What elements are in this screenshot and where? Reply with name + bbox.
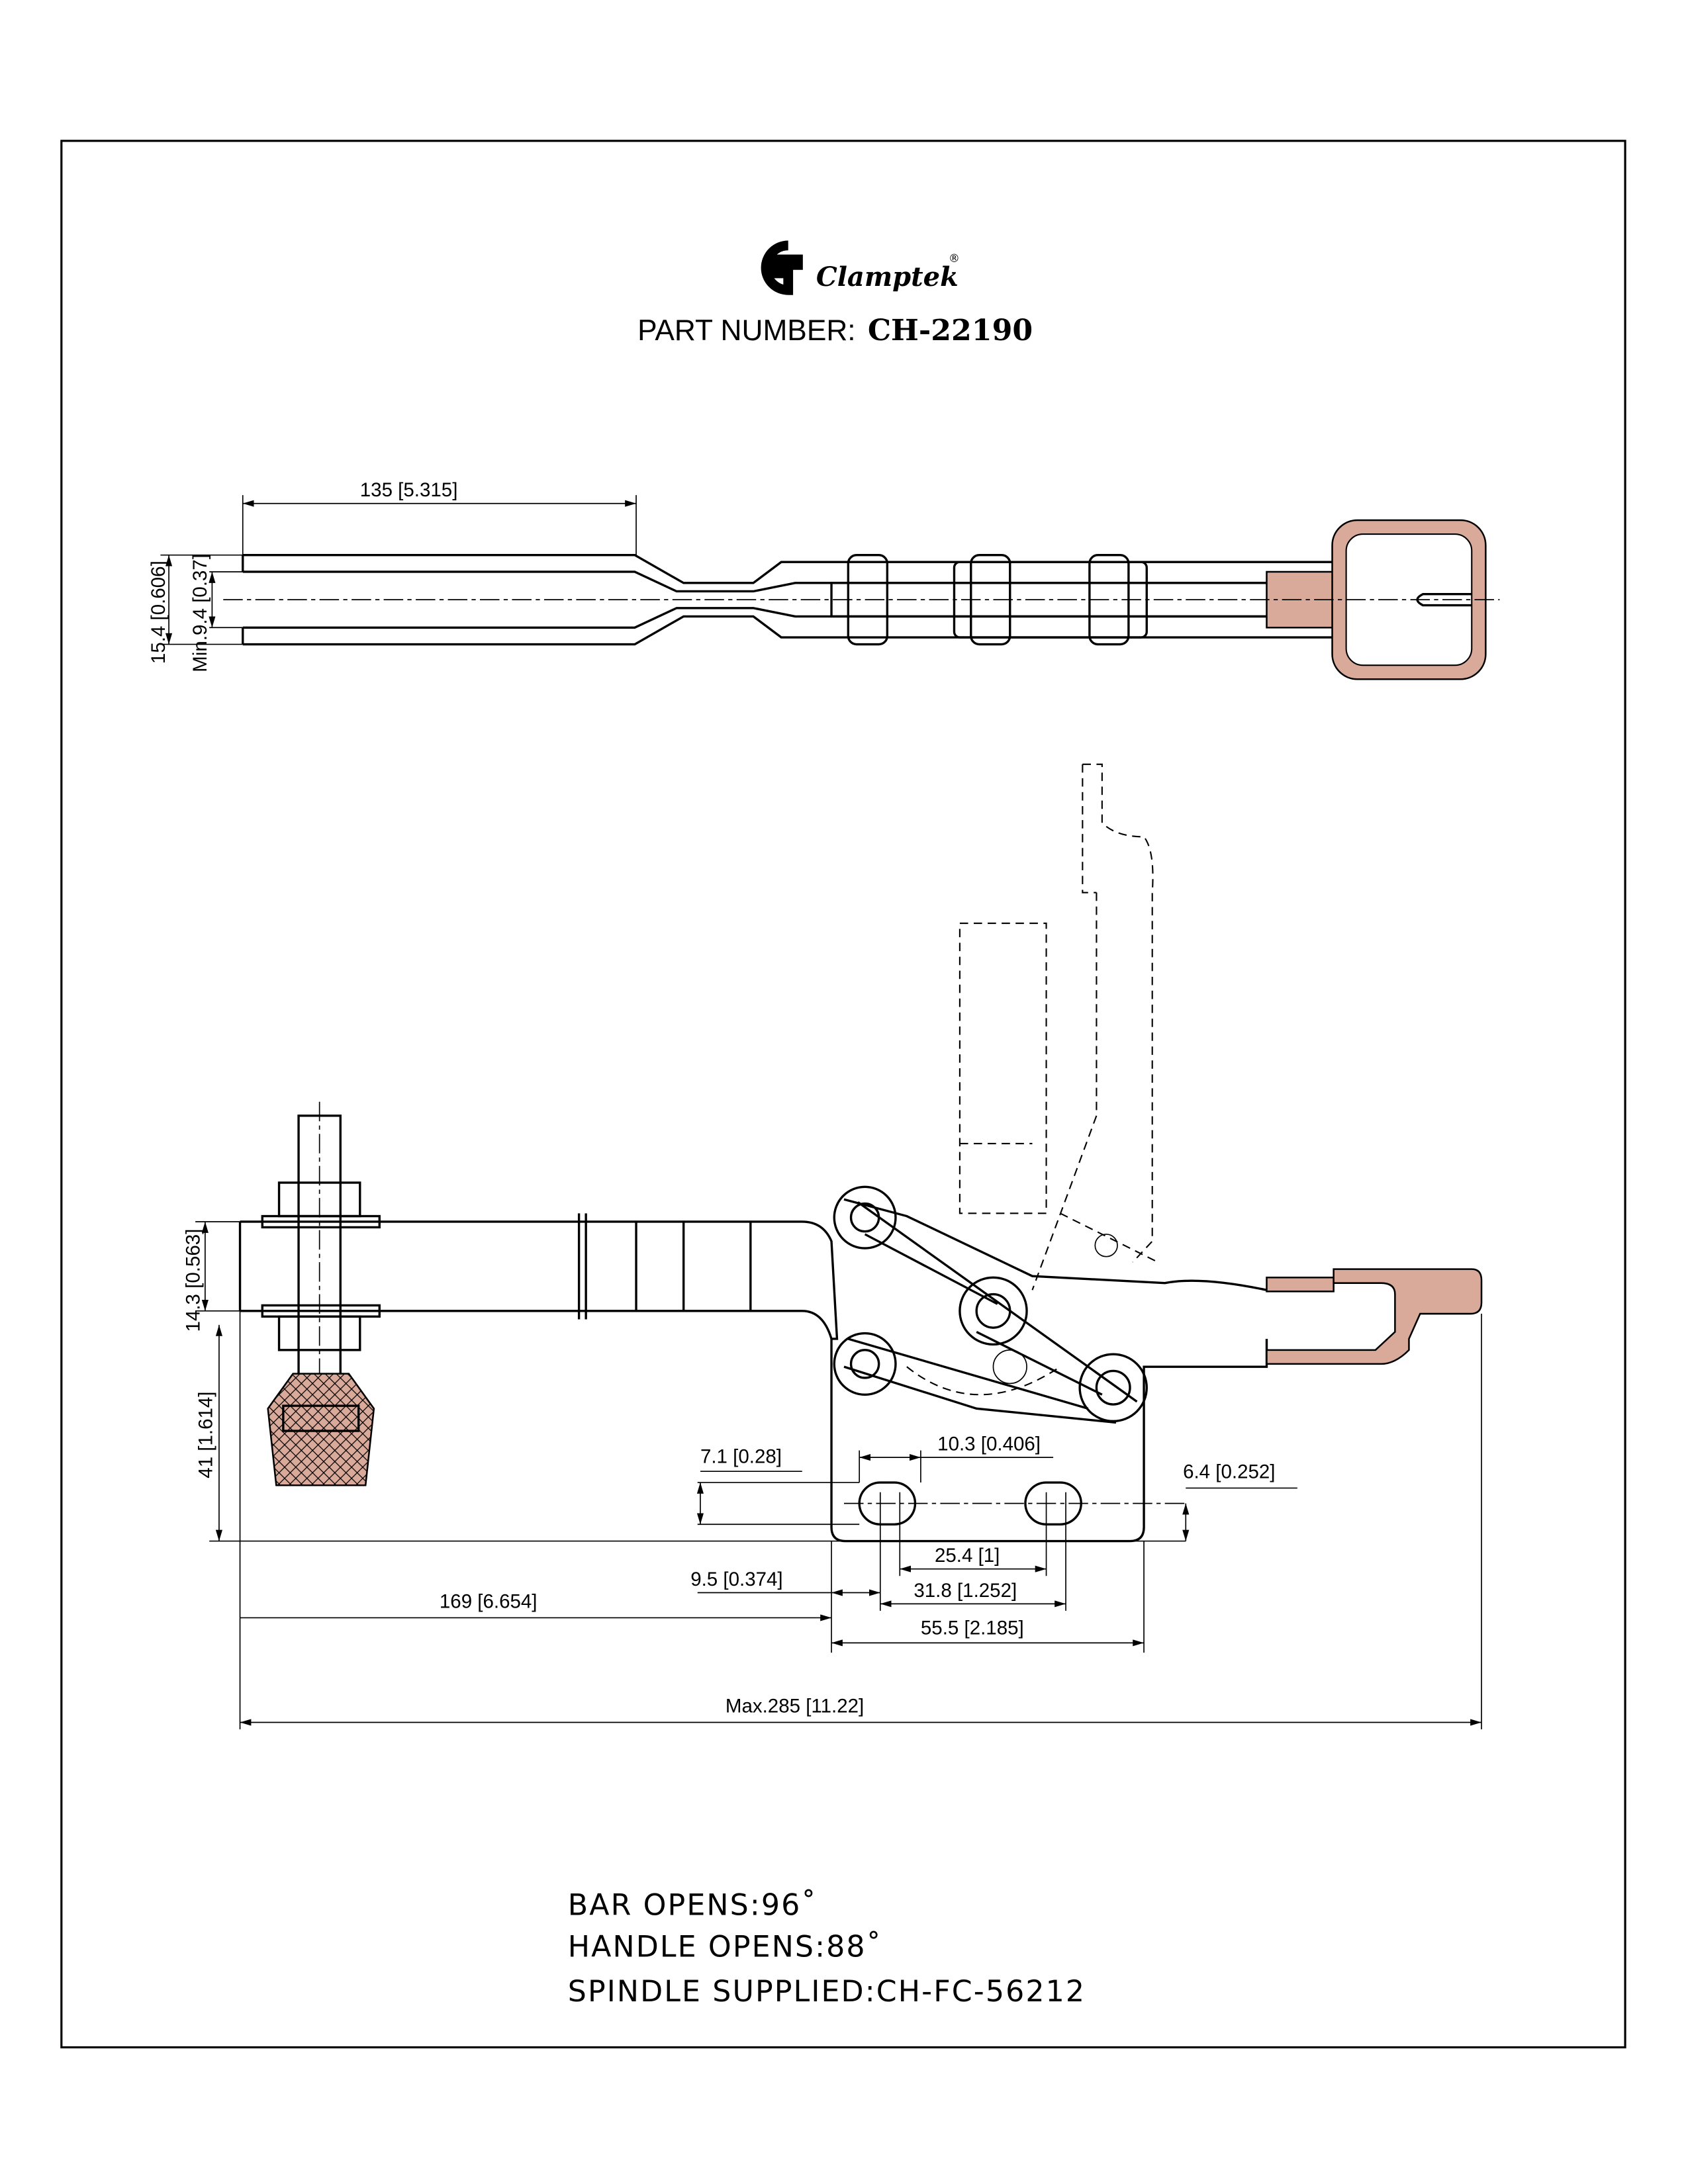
dim-bar-thickness: 14.3 [0.563] bbox=[182, 1229, 204, 1332]
brand-name: Clamptek bbox=[816, 261, 959, 293]
note-bar-opens: BAR OPENS:96˚ bbox=[568, 1888, 818, 1922]
dim-slot-length: 10.3 [0.406] bbox=[937, 1433, 1041, 1455]
part-number-value: CH-22190 bbox=[868, 313, 1033, 347]
dim-slot-width: 7.1 [0.28] bbox=[700, 1446, 782, 1468]
dim-length: 135 [5.315] bbox=[360, 479, 458, 501]
side-view: 14.3 [0.563] 41 [1.614] 7.1 [0.28] 10.3 … bbox=[182, 763, 1483, 1730]
dim-max-length: Max.285 [11.22] bbox=[726, 1696, 864, 1717]
registered-mark: ® bbox=[949, 251, 960, 265]
sheet-border bbox=[60, 140, 1626, 2049]
dim-min-gap: Min.9.4 [0.37] bbox=[189, 554, 211, 672]
dim-base-length: 55.5 [2.185] bbox=[921, 1617, 1024, 1639]
dim-height: 41 [1.614] bbox=[195, 1391, 216, 1478]
top-view: 135 [5.315] 15.4 [0.606] Min.9.4 [0.37] bbox=[148, 479, 1500, 680]
part-number-label: PART NUMBER: bbox=[637, 314, 855, 347]
dim-edge-offset: 9.5 [0.374] bbox=[690, 1569, 782, 1590]
dim-outer-width: 15.4 [0.606] bbox=[148, 561, 169, 664]
dim-hole-spacing: 25.4 [1] bbox=[935, 1545, 1000, 1567]
dim-hole-span: 31.8 [1.252] bbox=[914, 1580, 1017, 1602]
dim-slot-offset: 6.4 [0.252] bbox=[1183, 1461, 1275, 1483]
note-spindle-supplied: SPINDLE SUPPLIED:CH-FC-56212 bbox=[568, 1975, 1086, 2009]
logo-mark-icon bbox=[761, 240, 803, 295]
dim-reach: 169 [6.654] bbox=[440, 1591, 538, 1613]
clamptek-logo: Clamptek ® bbox=[761, 240, 960, 295]
note-handle-opens: HANDLE OPENS:88˚ bbox=[568, 1931, 882, 1964]
